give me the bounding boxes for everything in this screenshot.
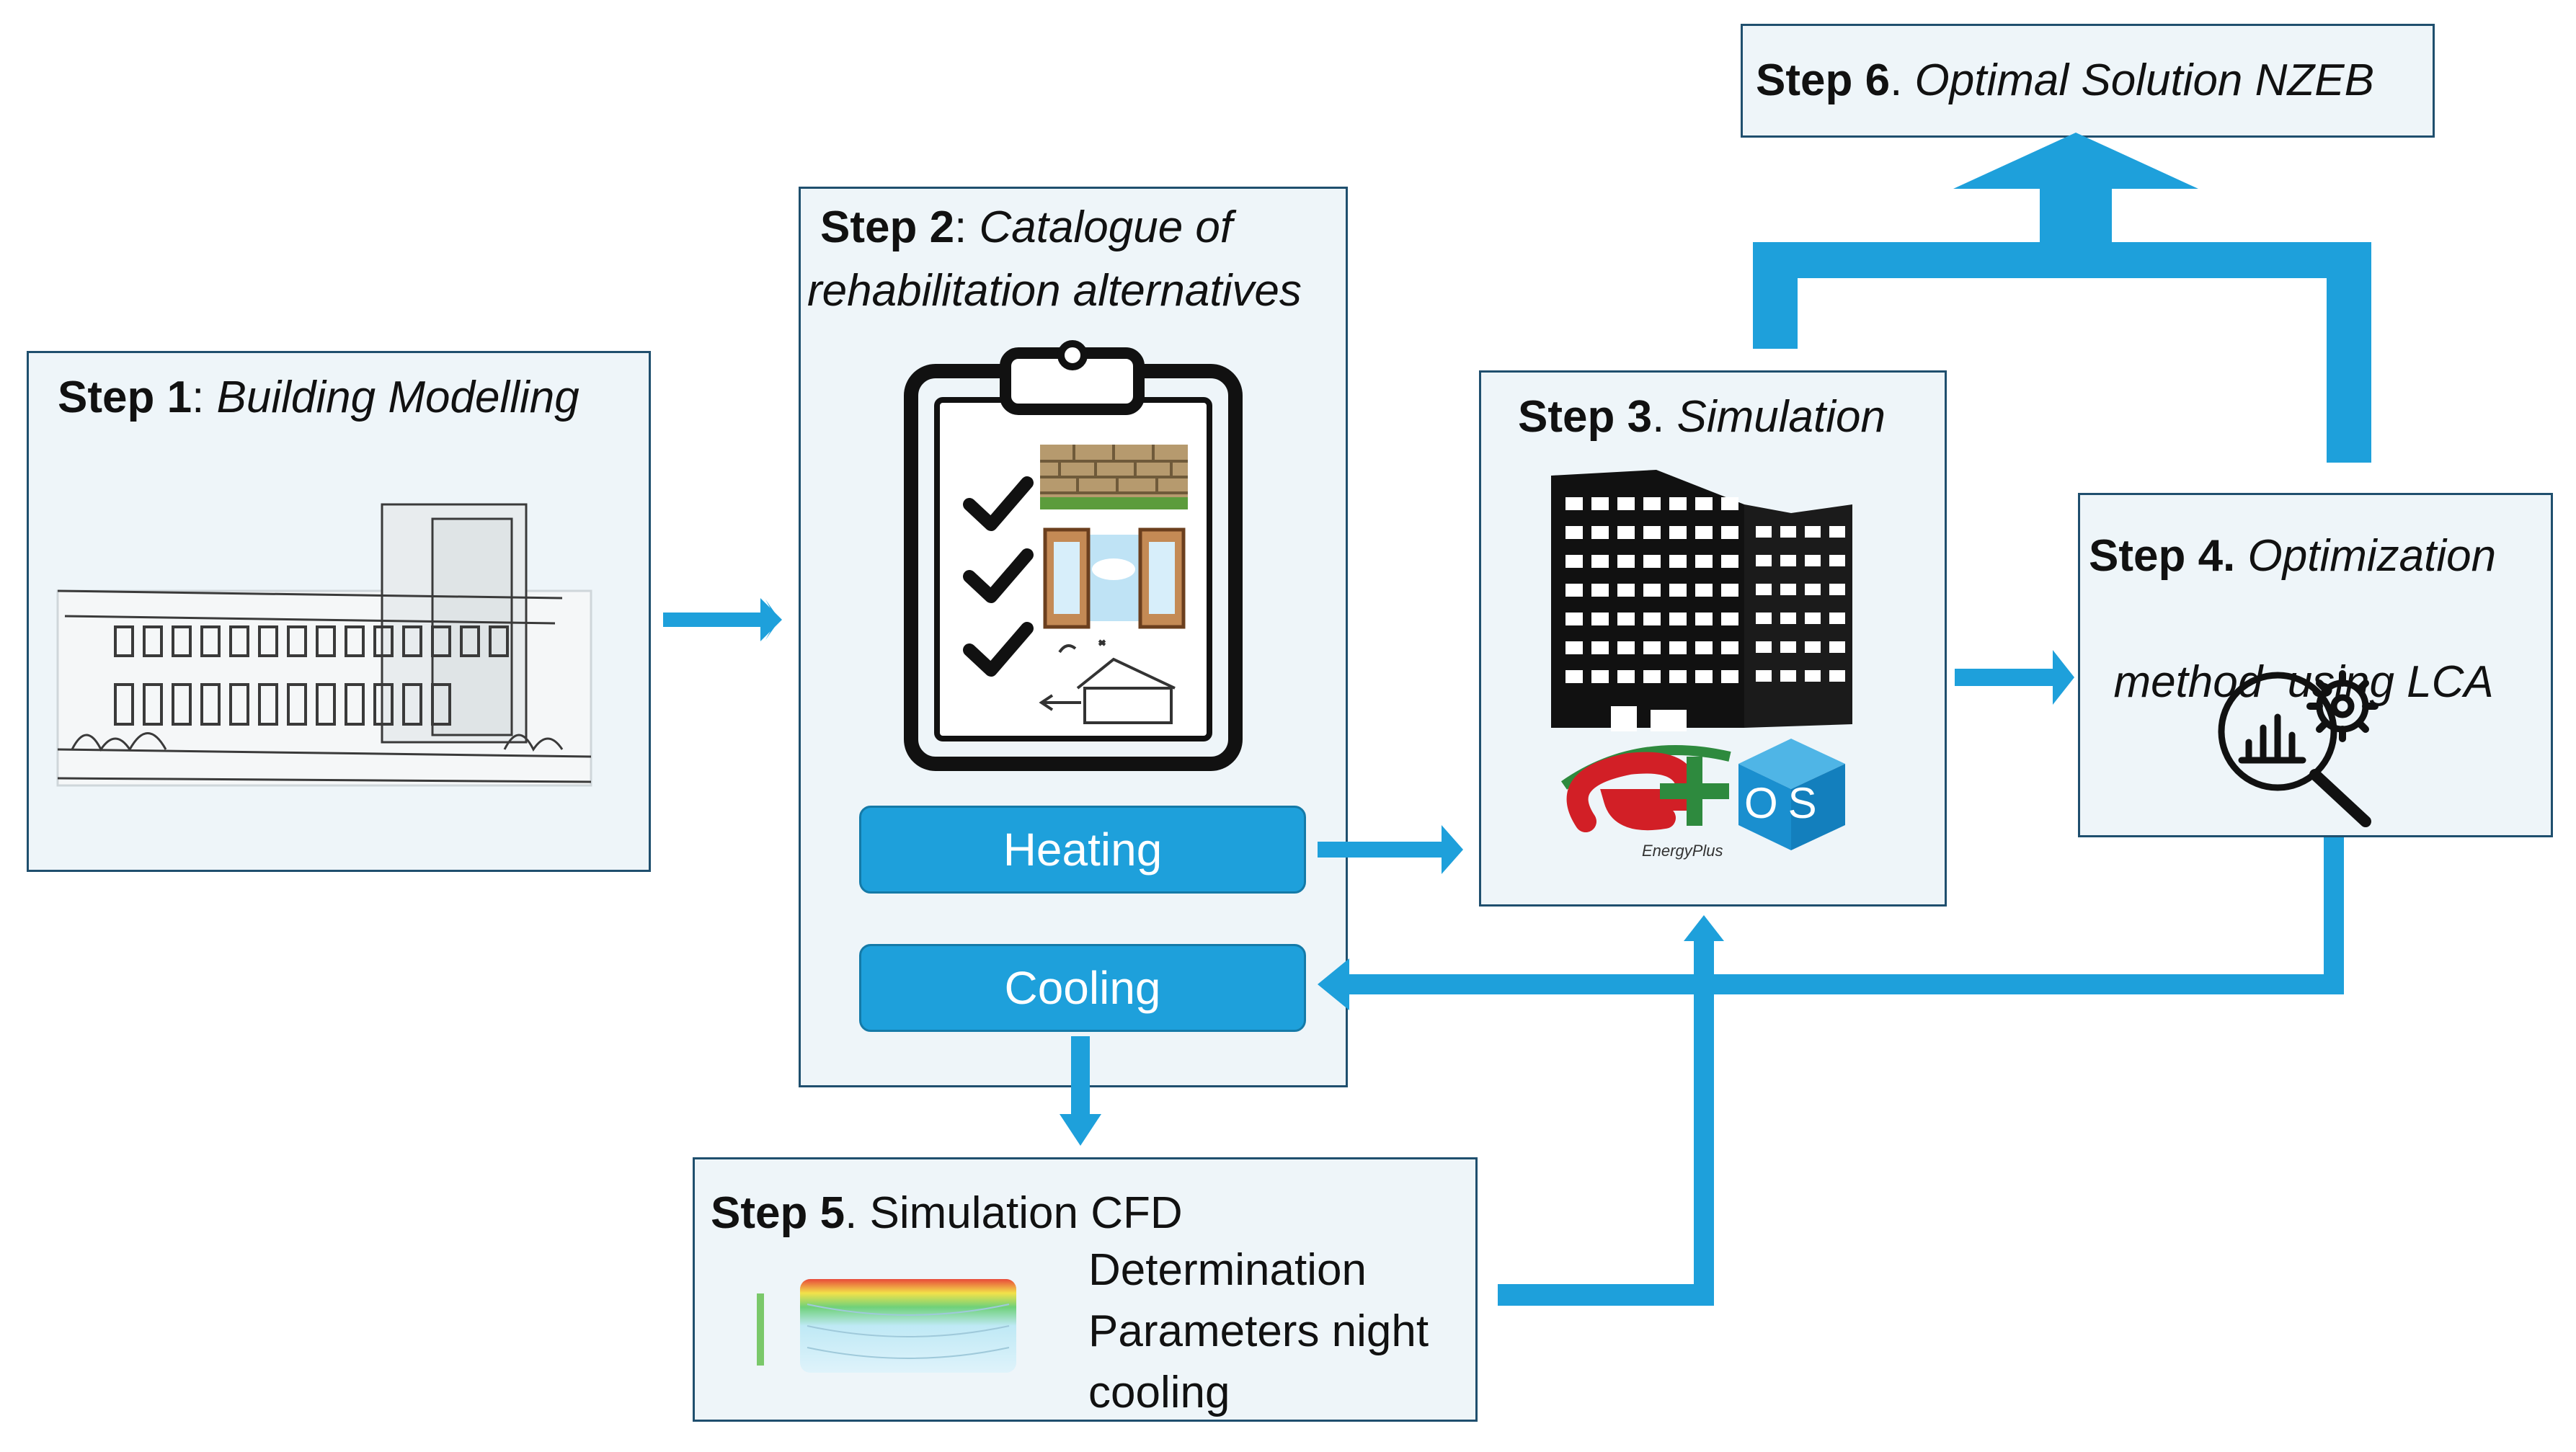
- step6-title: Step 6. Optimal Solution NZEB: [1756, 49, 2374, 112]
- step2-title-second-line: rehabilitation alternatives: [807, 259, 1302, 323]
- step6-label: Step 6: [1756, 55, 1891, 105]
- step4-title-second-line: method using LCA: [2089, 587, 2494, 714]
- step6-box: [1741, 24, 2435, 138]
- step1-sep: :: [192, 373, 217, 422]
- step4-title-line1: Optimization: [2247, 531, 2497, 581]
- step6-title-text: Optimal Solution NZEB: [1914, 55, 2374, 105]
- arrow-heating-to-step3: [1318, 825, 1463, 874]
- building-sketch-icon: [56, 503, 592, 787]
- step2-title-line2: rehabilitation alternatives: [807, 266, 1302, 316]
- step5-desc-line3: cooling: [1088, 1368, 1230, 1417]
- step2-title-line1: Catalogue of: [979, 202, 1233, 252]
- step6-sep: .: [1890, 55, 1915, 105]
- cooling-button[interactable]: Cooling: [859, 944, 1306, 1032]
- step1-title: Step 1: Building Modelling: [58, 366, 579, 429]
- energyplus-logo-text: EnergyPlus: [1642, 842, 1723, 860]
- arrow-cooling-to-step5: [1060, 1036, 1101, 1146]
- step5-label: Step 5: [711, 1188, 845, 1238]
- clipboard-checklist-icon: [904, 340, 1243, 771]
- step3-sep: .: [1652, 392, 1677, 442]
- house-heat-diagram-icon: [1039, 639, 1176, 724]
- office-building-icon: [1551, 470, 1852, 731]
- step4-title: Step 4. Optimization: [2089, 525, 2496, 588]
- openstudio-logo-text: OS: [1744, 779, 1827, 827]
- brick-wall-icon: [1040, 445, 1188, 509]
- step3-label: Step 3: [1518, 392, 1653, 442]
- arrow-step5-to-step3: [1498, 915, 1724, 1306]
- arrow-step4-to-cooling: [1318, 837, 2344, 1010]
- step5-desc-line2: Parameters night: [1088, 1306, 1429, 1356]
- openstudio-logo-icon: [1738, 739, 1845, 850]
- step2-sep: :: [954, 202, 980, 252]
- step5-desc-line1: Determination: [1088, 1245, 1367, 1295]
- arrow-to-step6: [1753, 133, 2371, 463]
- step3-title-text: Simulation: [1676, 392, 1886, 442]
- open-window-icon: [1043, 527, 1186, 629]
- arrow-step3-to-step4: [1955, 650, 2074, 705]
- step5-description: Determination Parameters night cooling: [1088, 1239, 1429, 1423]
- step3-title: Step 3. Simulation: [1518, 386, 1886, 449]
- energyplus-logo-icon: [1560, 745, 1731, 832]
- step5-title-text: Simulation CFD: [869, 1188, 1183, 1238]
- step4-title-line2: method using LCA: [2113, 657, 2494, 708]
- step2-label: Step 2: [820, 202, 955, 252]
- step4-label: Step 4.: [2089, 531, 2236, 581]
- analytics-gear-icon: [2218, 670, 2379, 827]
- step1-title-text: Building Modelling: [216, 373, 579, 422]
- heating-button[interactable]: Heating: [859, 806, 1306, 894]
- cfd-flow-thumbnail-icon: [757, 1279, 1016, 1373]
- step1-label: Step 1: [58, 373, 192, 422]
- step5-title: Step 5. Simulation CFD: [711, 1182, 1183, 1245]
- step5-sep: .: [845, 1188, 870, 1238]
- step2-title: Step 2: Catalogue of: [820, 196, 1233, 259]
- arrow-step1-to-step2: [663, 598, 782, 641]
